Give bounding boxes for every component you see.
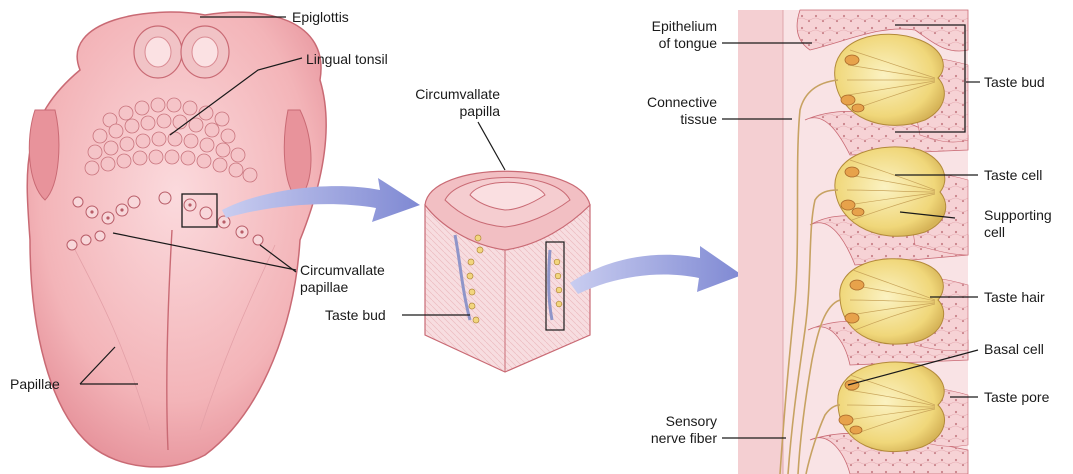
label-basal-cell: Basal cell	[984, 341, 1044, 358]
tongue	[27, 12, 326, 467]
label-taste-pore: Taste pore	[984, 389, 1049, 406]
label-papillae: Papillae	[10, 376, 60, 393]
arrow-papilla-to-detail	[570, 246, 742, 294]
label-connective-line1: Connective	[600, 94, 717, 111]
label-supporting-line2: cell	[984, 224, 1005, 241]
label-epithelium-line1: Epithelium	[600, 18, 717, 35]
label-connective-line2: tissue	[600, 111, 717, 128]
label-taste-cell: Taste cell	[984, 167, 1042, 184]
label-circumvallate-papillae-line1: Circumvallate	[300, 262, 385, 279]
label-taste-hair: Taste hair	[984, 289, 1045, 306]
label-lingual-tonsil: Lingual tonsil	[306, 51, 388, 68]
label-taste-bud-right: Taste bud	[984, 74, 1045, 91]
label-supporting-line1: Supporting	[984, 207, 1052, 224]
circumvallate-papilla-block	[425, 171, 590, 372]
label-epithelium-line2: of tongue	[600, 35, 717, 52]
label-circumvallate-papilla-line2: papilla	[390, 103, 500, 120]
label-taste-bud-middle: Taste bud	[325, 307, 386, 324]
taste-bud-detail	[738, 10, 968, 474]
label-circumvallate-papilla-line1: Circumvallate	[390, 86, 500, 103]
label-circumvallate-papillae-line2: papillae	[300, 279, 348, 296]
label-sensory-line2: nerve fiber	[600, 430, 717, 447]
label-epiglottis: Epiglottis	[292, 9, 349, 26]
label-sensory-line1: Sensory	[600, 413, 717, 430]
